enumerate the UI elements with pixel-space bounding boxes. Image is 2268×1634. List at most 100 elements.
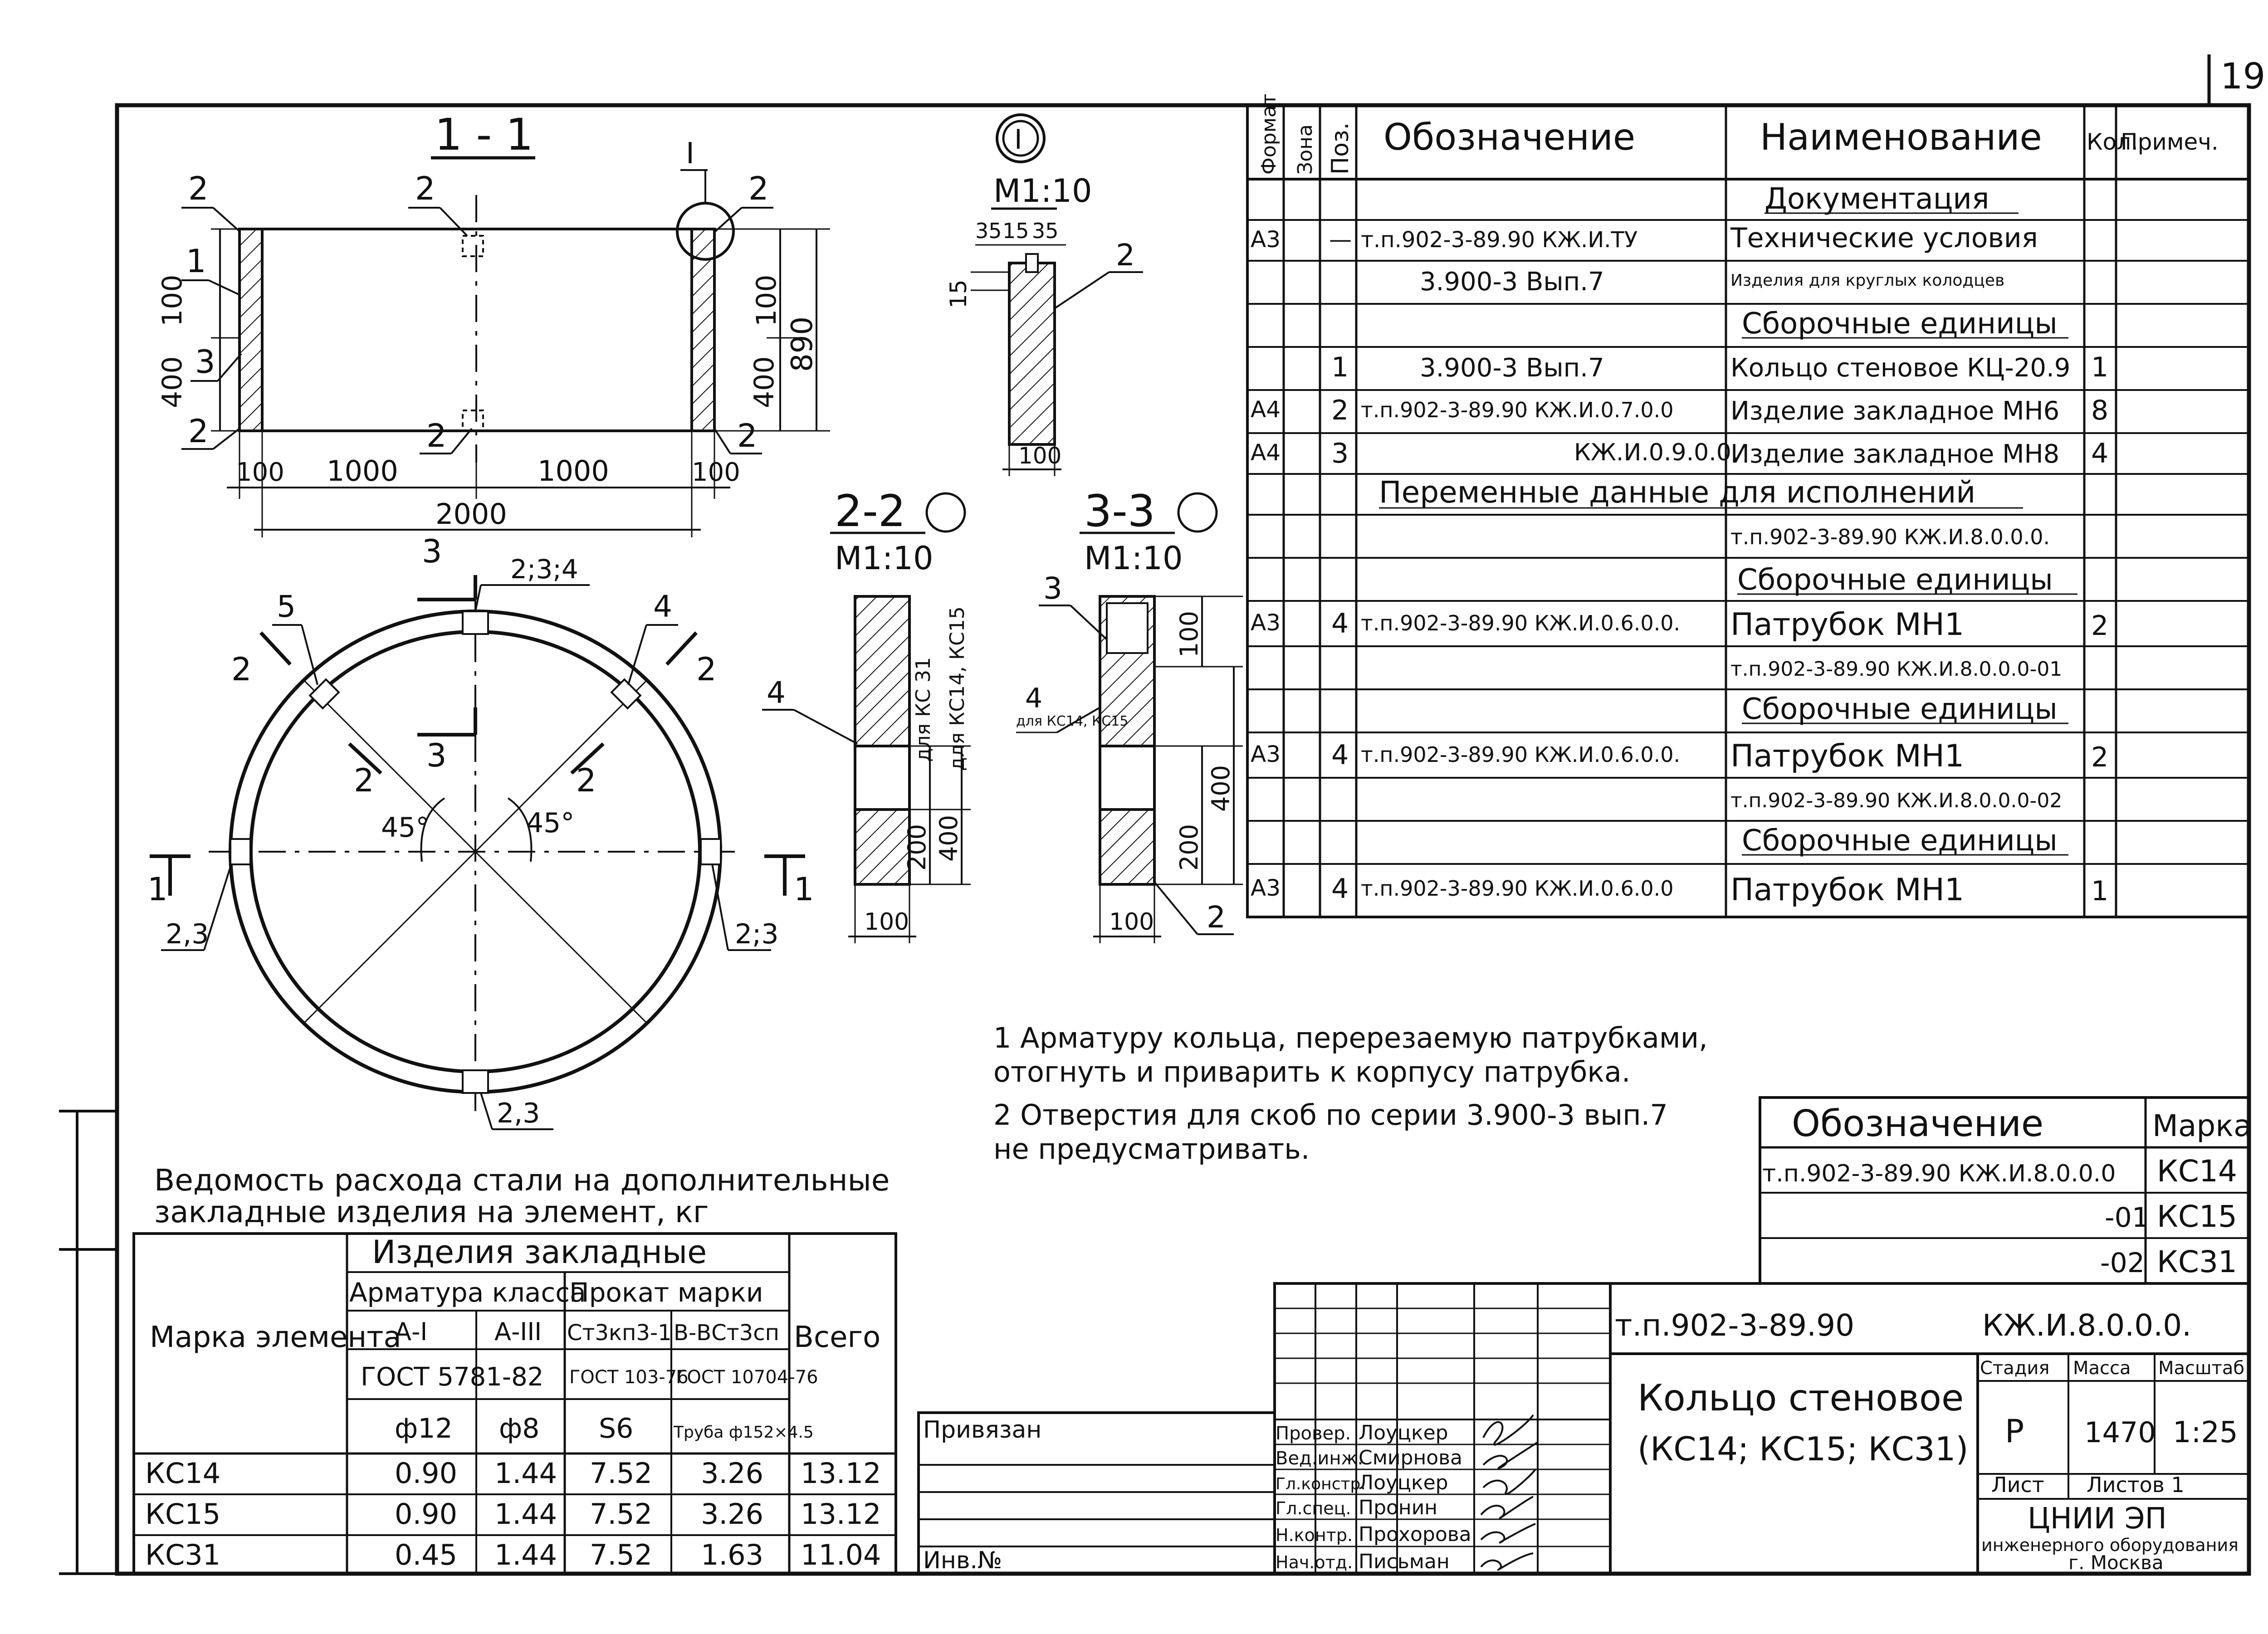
spec-row: Сборочные единицы [1737, 563, 2077, 597]
spec-row: А3 4 т.п.902-3-89.90 КЖ.И.0.6.0.0. Патру… [1251, 738, 2108, 774]
wall-left [238, 228, 264, 432]
svg-text:-02: -02 [2100, 1247, 2145, 1279]
svg-text:Патрубок МН1: Патрубок МН1 [1730, 738, 1964, 774]
marks-row: т.п.902-3-89.90 КЖ.И.8.0.0.0 КС14 [1762, 1154, 2237, 1189]
svg-text:1.44: 1.44 [494, 1457, 557, 1490]
svg-text:3.900-3 Вып.7: 3.900-3 Вып.7 [1420, 353, 1604, 383]
svg-text:3: 3 [422, 533, 442, 570]
svg-text:Лоуцкер: Лоуцкер [1359, 1421, 1448, 1444]
svg-text:Примеч.: Примеч. [2121, 129, 2219, 155]
spec-row: А4 3 КЖ.И.0.9.0.0. Изделие закладное МН8… [1251, 438, 2108, 469]
svg-text:2: 2 [415, 170, 435, 207]
svg-text:Патрубок МН1: Патрубок МН1 [1730, 607, 1964, 643]
svg-text:4: 4 [1331, 608, 1349, 639]
svg-text:2: 2 [576, 762, 596, 799]
svg-text:1:25: 1:25 [2173, 1416, 2238, 1449]
svg-text:3.26: 3.26 [701, 1457, 763, 1490]
svg-text:890: 890 [786, 317, 819, 372]
svg-text:15: 15 [945, 279, 972, 308]
svg-text:Нач.отд.: Нач.отд. [1276, 1552, 1353, 1572]
svg-text:А3: А3 [1251, 875, 1281, 901]
svg-text:КС31: КС31 [2157, 1244, 2237, 1279]
svg-text:—: — [1329, 226, 1352, 253]
stamp-roles: Провер. Лоуцкер Вед.инж. Смирнова Гл.кон… [1276, 1421, 1471, 1573]
svg-text:7.52: 7.52 [590, 1457, 652, 1490]
svg-text:5: 5 [277, 589, 296, 624]
svg-text:Смирнова: Смирнова [1359, 1446, 1462, 1469]
svg-text:т.п.902-3-89.90 КЖ.И.8.0.0.0-: т.п.902-3-89.90 КЖ.И.8.0.0.0-02 [1730, 789, 2062, 812]
svg-text:для КС14, КС15: для КС14, КС15 [946, 606, 969, 771]
svg-text:100: 100 [236, 458, 284, 487]
svg-text:0.90: 0.90 [395, 1457, 457, 1490]
privyazan-box: Привязан Инв.№ [917, 1411, 1276, 1575]
svg-text:Обозначение: Обозначение [1792, 1102, 2043, 1145]
svg-text:100: 100 [1175, 611, 1203, 658]
svg-text:М1:10: М1:10 [835, 540, 934, 577]
svg-text:Гл.спец.: Гл.спец. [1276, 1498, 1351, 1518]
svg-text:Сборочные единицы: Сборочные единицы [1742, 693, 2058, 726]
svg-text:4: 4 [1331, 873, 1349, 905]
spec-row: 3.900-3 Вып.7 Изделия для круглых колодц… [1420, 267, 2004, 297]
svg-text:15: 15 [1002, 219, 1029, 243]
svg-text:т.п.902-3-89.90: т.п.902-3-89.90 [1615, 1308, 1854, 1343]
specification-table: Формат Зона Поз. Обозначение Наименовани… [1246, 93, 2250, 918]
svg-text:4: 4 [1025, 683, 1042, 714]
svg-text:Зона: Зона [1294, 124, 1317, 175]
title-block: т.п.902-3-89.90 КЖ.И.8.0.0.0. Кольцо сте… [1273, 1282, 2250, 1575]
marks-table: Обозначение Марка т.п.902-3-89.90 КЖ.И.8… [1759, 1096, 2252, 1285]
svg-text:для КС 31: для КС 31 [912, 657, 935, 762]
svg-text:Кольцо стеновое КЦ-20.9: Кольцо стеновое КЦ-20.9 [1730, 353, 2070, 383]
svg-text:13.12: 13.12 [801, 1457, 881, 1490]
svg-text:Ведомость расхода стали на доп: Ведомость расхода стали на дополнительны… [154, 1163, 890, 1198]
plan-view: 3 3 2;3;4 1 1 2 2 2 2 5 4 45° 45° 2,3 2;… [147, 533, 814, 1130]
svg-text:Сборочные единицы: Сборочные единицы [1742, 307, 2058, 341]
svg-text:Арматура класса: Арматура класса [349, 1277, 586, 1308]
svg-text:4: 4 [653, 589, 672, 624]
svg-text:1.44: 1.44 [494, 1538, 557, 1571]
svg-text:Кол.: Кол. [2087, 129, 2138, 155]
svg-text:Н.контр.: Н.контр. [1276, 1525, 1353, 1545]
spec-row: Сборочные единицы [1742, 307, 2068, 341]
svg-text:Марка элемента: Марка элемента [150, 1321, 401, 1354]
svg-text:КС14: КС14 [2157, 1154, 2237, 1189]
svg-text:Изделия для круглых колодцев: Изделия для круглых колодцев [1730, 271, 2004, 290]
svg-text:I: I [686, 137, 694, 171]
signatures [1480, 1414, 1539, 1571]
svg-text:Пронин: Пронин [1359, 1496, 1437, 1519]
svg-text:Письман: Письман [1359, 1550, 1450, 1573]
notes: 1 Арматуру кольца, перерезаемую патрубка… [993, 1021, 1708, 1166]
svg-text:ЦНИИ ЭП: ЦНИИ ЭП [2028, 1502, 2167, 1536]
svg-text:т.п.902-3-89.90 КЖ.И.8.0.0.0-: т.п.902-3-89.90 КЖ.И.8.0.0.0-01 [1730, 658, 2062, 681]
svg-text:35: 35 [1032, 219, 1059, 243]
svg-text:2: 2 [188, 170, 209, 207]
spec-row: Переменные данные для исполнений [1379, 475, 2023, 510]
svg-text:3: 3 [426, 737, 447, 774]
svg-text:100: 100 [156, 274, 188, 327]
svg-text:2: 2 [188, 413, 209, 450]
svg-text:Изделие закладное МН8: Изделие закладное МН8 [1730, 439, 2059, 469]
svg-text:Листов 1: Листов 1 [2087, 1473, 2185, 1497]
svg-text:Вед.инж.: Вед.инж. [1276, 1448, 1363, 1469]
svg-text:2: 2 [1116, 238, 1135, 273]
svg-text:Переменные данные для исполне: Переменные данные для исполнений [1379, 475, 1975, 510]
svg-text:3.900-3 Вып.7: 3.900-3 Вып.7 [1420, 267, 1604, 297]
spec-row: т.п.902-3-89.90 КЖ.И.8.0.0.0-02 [1730, 789, 2062, 812]
svg-text:закладные изделия на элемент,: закладные изделия на элемент, кг [154, 1195, 709, 1229]
svg-text:2: 2 [426, 417, 447, 454]
svg-text:Наименование: Наименование [1760, 116, 2042, 158]
marks-row: -02 КС31 [2100, 1244, 2237, 1279]
svg-text:М1:10: М1:10 [1084, 540, 1183, 577]
svg-text:100: 100 [864, 908, 909, 936]
svg-text:7.52: 7.52 [590, 1538, 652, 1571]
svg-text:1: 1 [2091, 351, 2108, 383]
svg-text:Ст3кп3-1: Ст3кп3-1 [567, 1320, 672, 1346]
svg-text:отогнуть и приварить к корпусу: отогнуть и приварить к корпусу патрубка. [993, 1055, 1631, 1088]
page-number: 19 [2220, 56, 2265, 97]
svg-text:В-ВСт3сп: В-ВСт3сп [674, 1320, 779, 1346]
svg-text:т.п.902-3-89.90 КЖ.И.8.0.0.0: т.п.902-3-89.90 КЖ.И.8.0.0.0. [1730, 525, 2050, 549]
svg-text:2-2: 2-2 [835, 486, 906, 537]
svg-text:КЖ.И.0.9.0.0.: КЖ.И.0.9.0.0. [1574, 439, 1739, 466]
svg-text:2 Отверстия для скоб по серии: 2 Отверстия для скоб по серии 3.900-3 вы… [993, 1098, 1668, 1132]
svg-text:11.04: 11.04 [801, 1538, 881, 1571]
